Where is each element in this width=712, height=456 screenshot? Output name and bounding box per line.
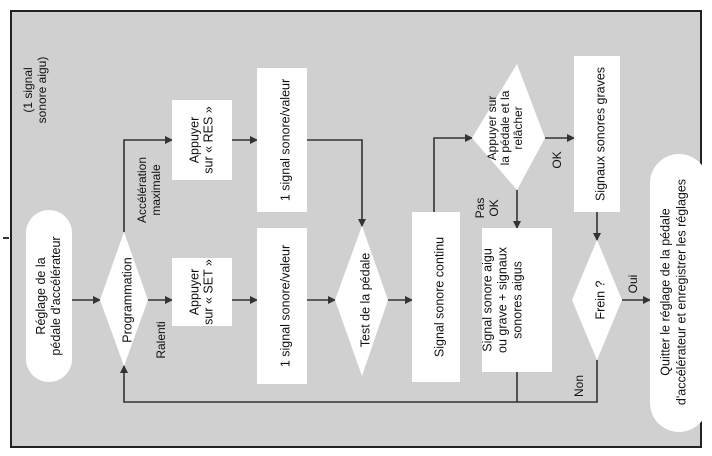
label-line: Quitter le réglage de la pédale: [658, 208, 672, 376]
brake-decision: [572, 240, 622, 360]
test-decision: [335, 226, 388, 376]
connectors: [72, 134, 651, 403]
no-label: Non: [572, 375, 586, 397]
arrow-continuous-to-press: [433, 134, 473, 212]
label-line: Non: [572, 375, 586, 397]
label-line: ou grave + signaux: [495, 246, 509, 353]
programmation-text: Programmation: [120, 257, 134, 342]
label-line: Frein ?: [593, 281, 607, 320]
label-line: la pédale et la: [498, 90, 512, 165]
one-high-signal-label: (1 signalsonore aigu): [21, 57, 49, 124]
continuous-signal-node: [412, 212, 460, 382]
label-line: sonore aigu): [35, 57, 49, 124]
low-signals-text: Signaux sonores graves: [593, 67, 607, 201]
signal-top-node: [257, 68, 307, 212]
arrow-signal-top-to-test: [307, 139, 366, 227]
label-line: Test de la pédale: [358, 253, 372, 348]
label-line: sur « SET »: [201, 259, 215, 325]
label-line: OK: [550, 151, 564, 168]
label-line: 1 signal sonore/valeur: [278, 79, 292, 201]
label-line: Signal sonore continu: [432, 237, 446, 357]
programmation-decision: [100, 232, 148, 366]
high-low-signal-node: [482, 228, 552, 372]
label-line: maximale: [149, 164, 163, 216]
label-line: Pas: [473, 198, 487, 219]
signal-bottom-text: 1 signal sonore/valeur: [278, 245, 292, 367]
label-line: Appuyer sur: [485, 96, 499, 161]
label-line: sur « RES »: [201, 106, 215, 173]
max-accel-label: Accélérationmaximale: [135, 157, 163, 223]
ok-label: OK: [550, 151, 564, 168]
label-line: Accélération: [135, 157, 149, 223]
res-node-text: Appuyersur « RES »: [187, 106, 215, 173]
label-line: Programmation: [120, 257, 134, 342]
press-release-text: Appuyer surla pédale et larelâcher: [485, 90, 525, 165]
continuous-signal-text: Signal sonore continu: [432, 237, 446, 357]
label-line: Signaux sonores graves: [593, 67, 607, 201]
label-line: Signal sonore aigu: [480, 248, 494, 352]
yes-label: Oui: [626, 275, 640, 294]
end-node: [650, 154, 708, 432]
label-line: (1 signal: [21, 67, 35, 112]
label-line: Ralenti: [154, 321, 168, 358]
not-ok-label: PasOK: [473, 198, 501, 219]
start-node: [26, 210, 72, 382]
brake-text: Frein ?: [593, 281, 607, 320]
label-line: pédale d'accélérateur: [49, 236, 63, 355]
label-line: Oui: [626, 275, 640, 294]
label-line: relâcher: [511, 106, 525, 149]
label-line: 1 signal sonore/valeur: [278, 245, 292, 367]
low-signals-node: [574, 56, 620, 212]
set-node-text: Appuyersur « SET »: [187, 259, 215, 325]
start-node-text: Réglage de lapédale d'accélérateur: [34, 236, 63, 355]
signal-bottom-node: [257, 228, 307, 384]
label-line: sonores aigus: [510, 261, 524, 339]
idle-label: Ralenti: [154, 321, 168, 358]
label-line: d'accélérateur et enregistrer les réglag…: [674, 179, 688, 405]
test-text: Test de la pédale: [358, 253, 372, 348]
signal-top-text: 1 signal sonore/valeur: [278, 79, 292, 201]
label-line: Appuyer: [187, 269, 201, 316]
label-line: Appuyer: [187, 117, 201, 164]
line-programmation-up: [123, 136, 173, 232]
label-line: OK: [487, 199, 501, 216]
set-node: [172, 258, 232, 326]
high-low-signal-text: Signal sonore aiguou grave + signauxsono…: [480, 246, 524, 353]
line-brake-no-feedback: [120, 360, 598, 403]
label-line: Réglage de la: [34, 257, 48, 334]
press-release-decision: [472, 64, 545, 190]
res-node: [172, 100, 232, 180]
